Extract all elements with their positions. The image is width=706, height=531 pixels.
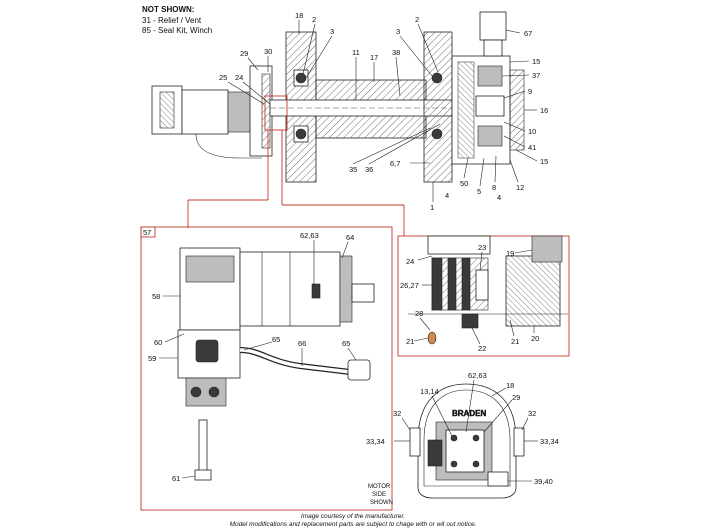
callout: 36 <box>365 165 373 174</box>
plate-39-40 <box>487 471 509 487</box>
callout: 15 <box>540 157 548 166</box>
callout: 30 <box>264 47 272 56</box>
callout: 50 <box>460 179 468 188</box>
o-ring-21 <box>427 331 437 345</box>
left-bearing <box>295 72 307 84</box>
callout: 6,7 <box>390 159 400 168</box>
callout: 2 <box>415 15 419 24</box>
callout: 26,27 <box>400 281 419 290</box>
seal-detail-panel <box>397 235 570 357</box>
hydraulic-hose <box>195 133 262 159</box>
not-shown-item: 85 - Seal Kit, Winch <box>142 26 212 35</box>
footer-disclaimer: Model modifications and replacement part… <box>229 521 477 528</box>
motor-side-view: BRADEN MOTOR SIDE SHOWN <box>368 383 525 506</box>
side-view-callouts: 62,63 13,14 18 29 32 32 33,34 33,34 39,4… <box>366 371 559 486</box>
brake-valve <box>479 11 507 41</box>
callout: 29 <box>240 49 248 58</box>
callout: 67 <box>524 29 532 38</box>
callout: 29 <box>512 393 520 402</box>
callout: 19 <box>506 249 514 258</box>
callout: 64 <box>346 233 354 242</box>
callout: 28 <box>415 309 423 318</box>
motor-side-text: SIDE <box>372 492 386 498</box>
not-shown-item: 31 - Relief / Vent <box>142 16 202 25</box>
callout: 39,40 <box>534 477 553 486</box>
callout: 66 <box>298 339 306 348</box>
not-shown-heading: NOT SHOWN: <box>142 5 194 14</box>
spline-flange <box>339 255 353 323</box>
callout: 62,63 <box>468 371 487 380</box>
seal-ring-23 <box>475 269 489 301</box>
motor-housing <box>181 89 229 135</box>
callout: 9 <box>528 87 532 96</box>
callout: 1 <box>430 203 434 212</box>
callout: 15 <box>532 57 540 66</box>
callout: 10 <box>528 127 536 136</box>
callout: 24 <box>406 257 414 266</box>
planet-gear <box>477 65 503 87</box>
callout: 41 <box>528 143 536 152</box>
winch-cross-section <box>151 11 525 236</box>
callout: 65 <box>272 335 280 344</box>
detail-57-callouts: 62,63 64 58 60 59 65 66 65 61 <box>148 231 357 483</box>
motor-side-text: SHOWN <box>370 500 393 506</box>
callout: 65 <box>342 339 350 348</box>
callout: 32 <box>528 409 536 418</box>
callout: 25 <box>219 73 227 82</box>
footer-credit: Image courtesy of the manufacturer. <box>300 513 406 520</box>
callout: 61 <box>172 474 180 483</box>
braden-logo-text: BRADEN <box>452 409 486 418</box>
callout: 35 <box>349 165 357 174</box>
callout: 38 <box>392 48 400 57</box>
callout: 37 <box>532 71 540 80</box>
callout: 16 <box>540 106 548 115</box>
callout: 18 <box>295 11 303 20</box>
callout: 12 <box>516 183 524 192</box>
callout: 33,34 <box>366 437 385 446</box>
callout: 21 <box>406 337 414 346</box>
motor-side-text: MOTOR <box>368 484 391 490</box>
callout: 60 <box>154 338 162 347</box>
seal-detail-callouts: 24 23 19 26,27 28 21 22 21 20 <box>400 243 539 353</box>
right-drum-flange <box>423 31 453 183</box>
callout: 23 <box>478 243 486 252</box>
callout: 11 <box>352 48 360 57</box>
detail-57-frame <box>140 226 393 511</box>
tube-61 <box>198 419 208 477</box>
callout: 24 <box>235 73 243 82</box>
callout: 20 <box>531 334 539 343</box>
callout: 62,63 <box>300 231 319 240</box>
drum-section-20 <box>505 255 561 327</box>
end-cover <box>509 69 525 151</box>
seal-22 <box>461 313 479 329</box>
detail-57-label: 57 <box>143 228 151 237</box>
callout: 4 <box>445 191 449 200</box>
spline-shaft <box>351 283 375 303</box>
callout: 22 <box>478 344 486 353</box>
callout: 32 <box>393 409 401 418</box>
callout: 17 <box>370 53 378 62</box>
callout: 58 <box>152 292 160 301</box>
callout: 59 <box>148 354 156 363</box>
callout: 21 <box>511 337 519 346</box>
callout: 4 <box>497 193 501 202</box>
detail-57-panel: 57 <box>140 226 393 511</box>
callout: 18 <box>506 381 514 390</box>
callout: 3 <box>396 27 400 36</box>
fitting-65 <box>347 359 371 381</box>
callout: 3 <box>330 27 334 36</box>
callout: 5 <box>477 187 481 196</box>
callout: 2 <box>312 15 316 24</box>
main-callouts: 18 2 3 29 30 11 17 38 3 2 67 15 37 25 24… <box>219 11 548 212</box>
callout: 33,34 <box>540 437 559 446</box>
callout: 8 <box>492 183 496 192</box>
callout: 13,14 <box>420 387 439 396</box>
